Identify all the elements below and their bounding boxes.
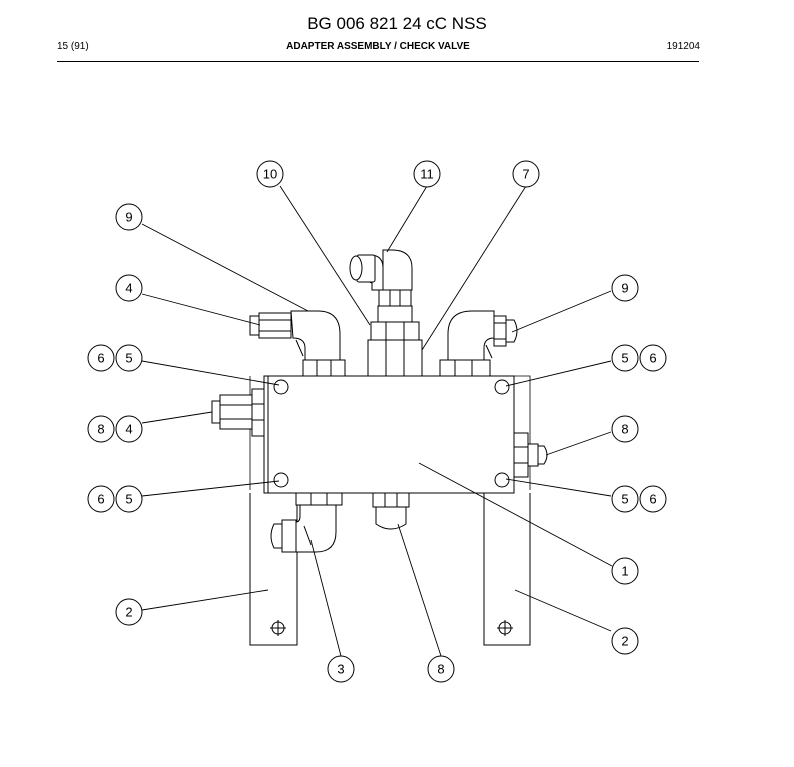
header-rule (57, 61, 699, 62)
callout-10: 10 (256, 160, 284, 188)
svg-text:8: 8 (621, 422, 628, 437)
svg-text:6: 6 (97, 492, 104, 507)
right-elbow-fitting (439, 310, 518, 377)
callout-5-c: 5 (115, 485, 143, 513)
valve-block (263, 375, 515, 494)
callout-6-a: 6 (87, 344, 115, 372)
callout-11: 11 (413, 160, 441, 188)
bottom-left-elbow (270, 492, 343, 553)
callout-4-top: 4 (115, 274, 143, 302)
svg-text:6: 6 (97, 351, 104, 366)
svg-text:6: 6 (649, 492, 656, 507)
left-elbow-fitting (249, 310, 346, 377)
mounting-screw (273, 472, 289, 488)
document-number: BG 006 821 24 cC NSS (307, 14, 487, 33)
mounting-screw (494, 379, 510, 395)
svg-text:2: 2 (125, 605, 132, 620)
svg-text:8: 8 (437, 662, 444, 677)
callout-6-d: 6 (639, 485, 667, 513)
svg-text:1: 1 (621, 564, 628, 579)
callout-bubbles: 10 11 7 9 4 9 6 5 5 6 8 4 8 6 5 5 6 1 2 … (87, 160, 667, 683)
svg-text:6: 6 (649, 351, 656, 366)
svg-text:5: 5 (125, 351, 132, 366)
date-code: 191204 (666, 41, 700, 52)
callout-4-mid: 4 (115, 415, 143, 443)
mounting-screw (273, 379, 289, 395)
callout-3: 3 (327, 655, 355, 683)
section-title: ADAPTER ASSEMBLY / CHECK VALVE (286, 41, 470, 52)
svg-text:3: 3 (337, 662, 344, 677)
callout-8-left: 8 (87, 415, 115, 443)
svg-text:5: 5 (621, 351, 628, 366)
callout-2-left: 2 (115, 598, 143, 626)
callout-5-a: 5 (115, 344, 143, 372)
svg-text:4: 4 (125, 422, 132, 437)
bottom-center-fitting (372, 492, 410, 530)
callout-5-d: 5 (611, 485, 639, 513)
callout-1: 1 (611, 557, 639, 585)
left-bracket (249, 376, 298, 646)
callout-9-left: 9 (115, 203, 143, 231)
callout-8-bottom: 8 (427, 655, 455, 683)
callout-6-b: 6 (639, 344, 667, 372)
svg-text:5: 5 (621, 492, 628, 507)
svg-text:9: 9 (125, 210, 132, 225)
right-side-fitting (513, 432, 548, 478)
svg-text:10: 10 (263, 167, 277, 182)
svg-text:7: 7 (522, 167, 529, 182)
callout-6-c: 6 (87, 485, 115, 513)
mounting-screw (494, 472, 510, 488)
svg-text:2: 2 (621, 634, 628, 649)
svg-text:11: 11 (420, 167, 434, 182)
center-check-valve (349, 249, 423, 377)
callout-5-b: 5 (611, 344, 639, 372)
callout-8-right: 8 (611, 415, 639, 443)
callout-9-right: 9 (611, 274, 639, 302)
left-side-fitting (211, 388, 265, 437)
callout-2-right: 2 (611, 627, 639, 655)
svg-text:8: 8 (97, 422, 104, 437)
svg-text:9: 9 (621, 281, 628, 296)
page-number: 15 (91) (57, 41, 89, 52)
svg-text:4: 4 (125, 281, 132, 296)
callout-7: 7 (512, 160, 540, 188)
leader-lines (141, 185, 613, 657)
svg-text:5: 5 (125, 492, 132, 507)
